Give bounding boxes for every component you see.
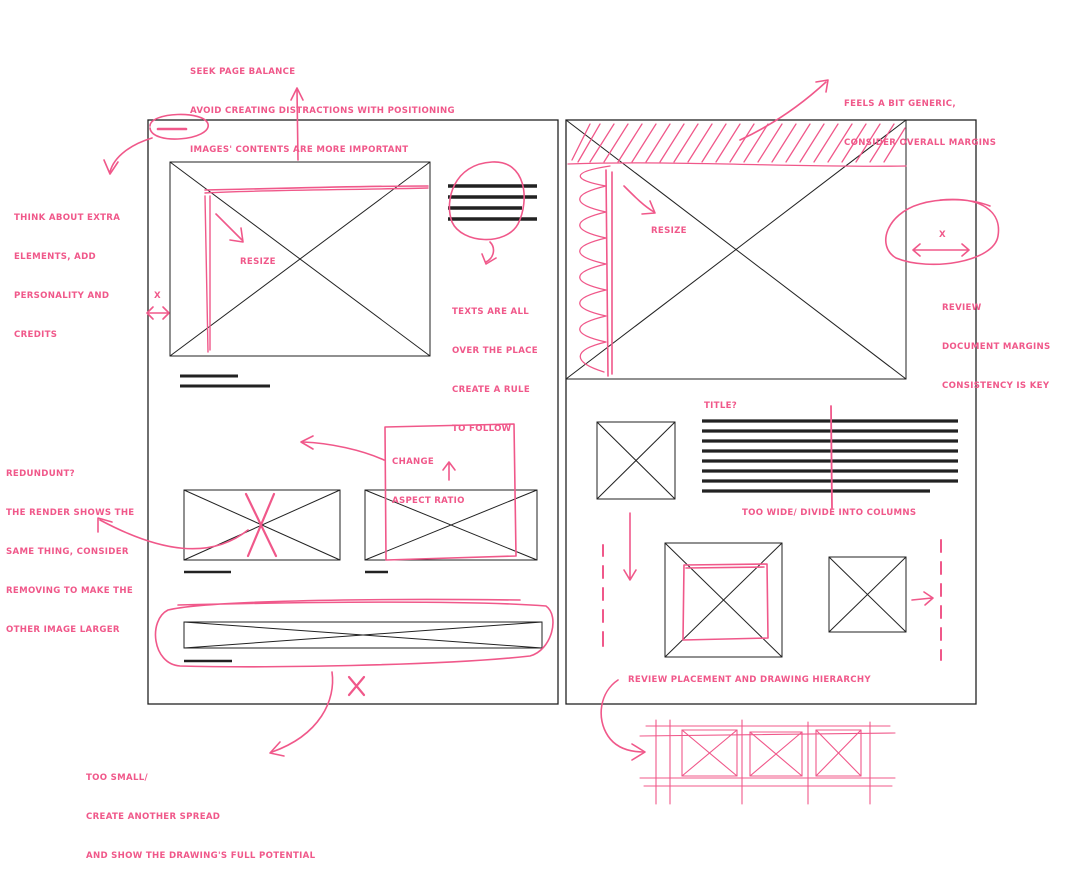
medium-image-focus-box [682, 563, 769, 641]
right-body-text [702, 419, 958, 493]
generic-arrow [739, 81, 827, 141]
note-page-balance: SEEK PAGE BALANCE AVOID CREATING DISTRAC… [190, 67, 455, 155]
right-left-margin-hatch [579, 165, 611, 373]
thumbnail-strip-sketch [639, 719, 896, 805]
text-note-arrow [485, 241, 495, 263]
note-redundant: REDUNDUNT? THE RENDER SHOWS THE SAME THI… [6, 469, 135, 635]
left-strip-image-placeholder [183, 621, 543, 649]
placement-arrow [600, 679, 645, 753]
note-texts-rule: TEXTS ARE ALL OVER THE PLACE CREATE A RU… [452, 307, 538, 434]
strip-x-mark [347, 675, 366, 697]
note-extra-elements: THINK ABOUT EXTRA ELEMENTS, ADD PERSONAL… [14, 213, 121, 340]
left-resize-arrow [215, 213, 243, 241]
left-main-image-placeholder [169, 161, 431, 357]
right-page-frame [565, 119, 977, 705]
note-document-margins: REVIEW DOCUMENT MARGINS CONSISTENCY IS K… [942, 303, 1051, 391]
note-x-right: X [939, 230, 946, 240]
redundant-arrow [99, 519, 249, 550]
column-divider-mark [830, 405, 833, 509]
left-page-frame [147, 119, 559, 705]
left-small-image-2-placeholder [364, 489, 538, 561]
margins-loop [885, 198, 1000, 266]
right-resize-arrow [623, 185, 655, 213]
note-feels-generic: FEELS A BIT GENERIC, CONSIDER OVERALL MA… [844, 99, 997, 148]
note-aspect-ratio: CHANGE ASPECT RATIO [392, 457, 465, 506]
right-arrow [911, 591, 934, 606]
note-title: TITLE? [704, 401, 738, 411]
extra-elements-arrow [109, 137, 153, 173]
right-side-image-placeholder [828, 556, 907, 633]
note-resize-right: RESIZE [651, 226, 687, 236]
text-block-loop [448, 161, 525, 241]
balance-arrow [296, 89, 299, 161]
margins-double-arrow [912, 243, 970, 257]
aspect-ratio-up-arrow [442, 461, 456, 481]
note-x-left: X [154, 291, 161, 301]
left-image-margin-mark [204, 187, 429, 353]
note-too-small: TOO SMALL/ CREATE ANOTHER SPREAD AND SHO… [86, 773, 316, 861]
note-resize-left: RESIZE [240, 257, 276, 267]
right-top-margin-hatch [571, 123, 906, 163]
down-arrow [623, 512, 637, 581]
strip-loop [154, 598, 554, 668]
remove-x-mark [244, 492, 278, 558]
wireframe-sketch [97, 79, 1000, 805]
right-small-image-placeholder [596, 421, 676, 500]
aspect-ratio-box [384, 423, 517, 561]
too-small-arrow [271, 671, 334, 753]
note-placement: REVIEW PLACEMENT AND DRAWING HIERARCHY [628, 675, 871, 685]
aspect-ratio-left-arrow [302, 441, 385, 461]
note-too-wide: TOO WIDE/ DIVIDE INTO COLUMNS [742, 508, 917, 518]
logo-loop [149, 113, 209, 140]
